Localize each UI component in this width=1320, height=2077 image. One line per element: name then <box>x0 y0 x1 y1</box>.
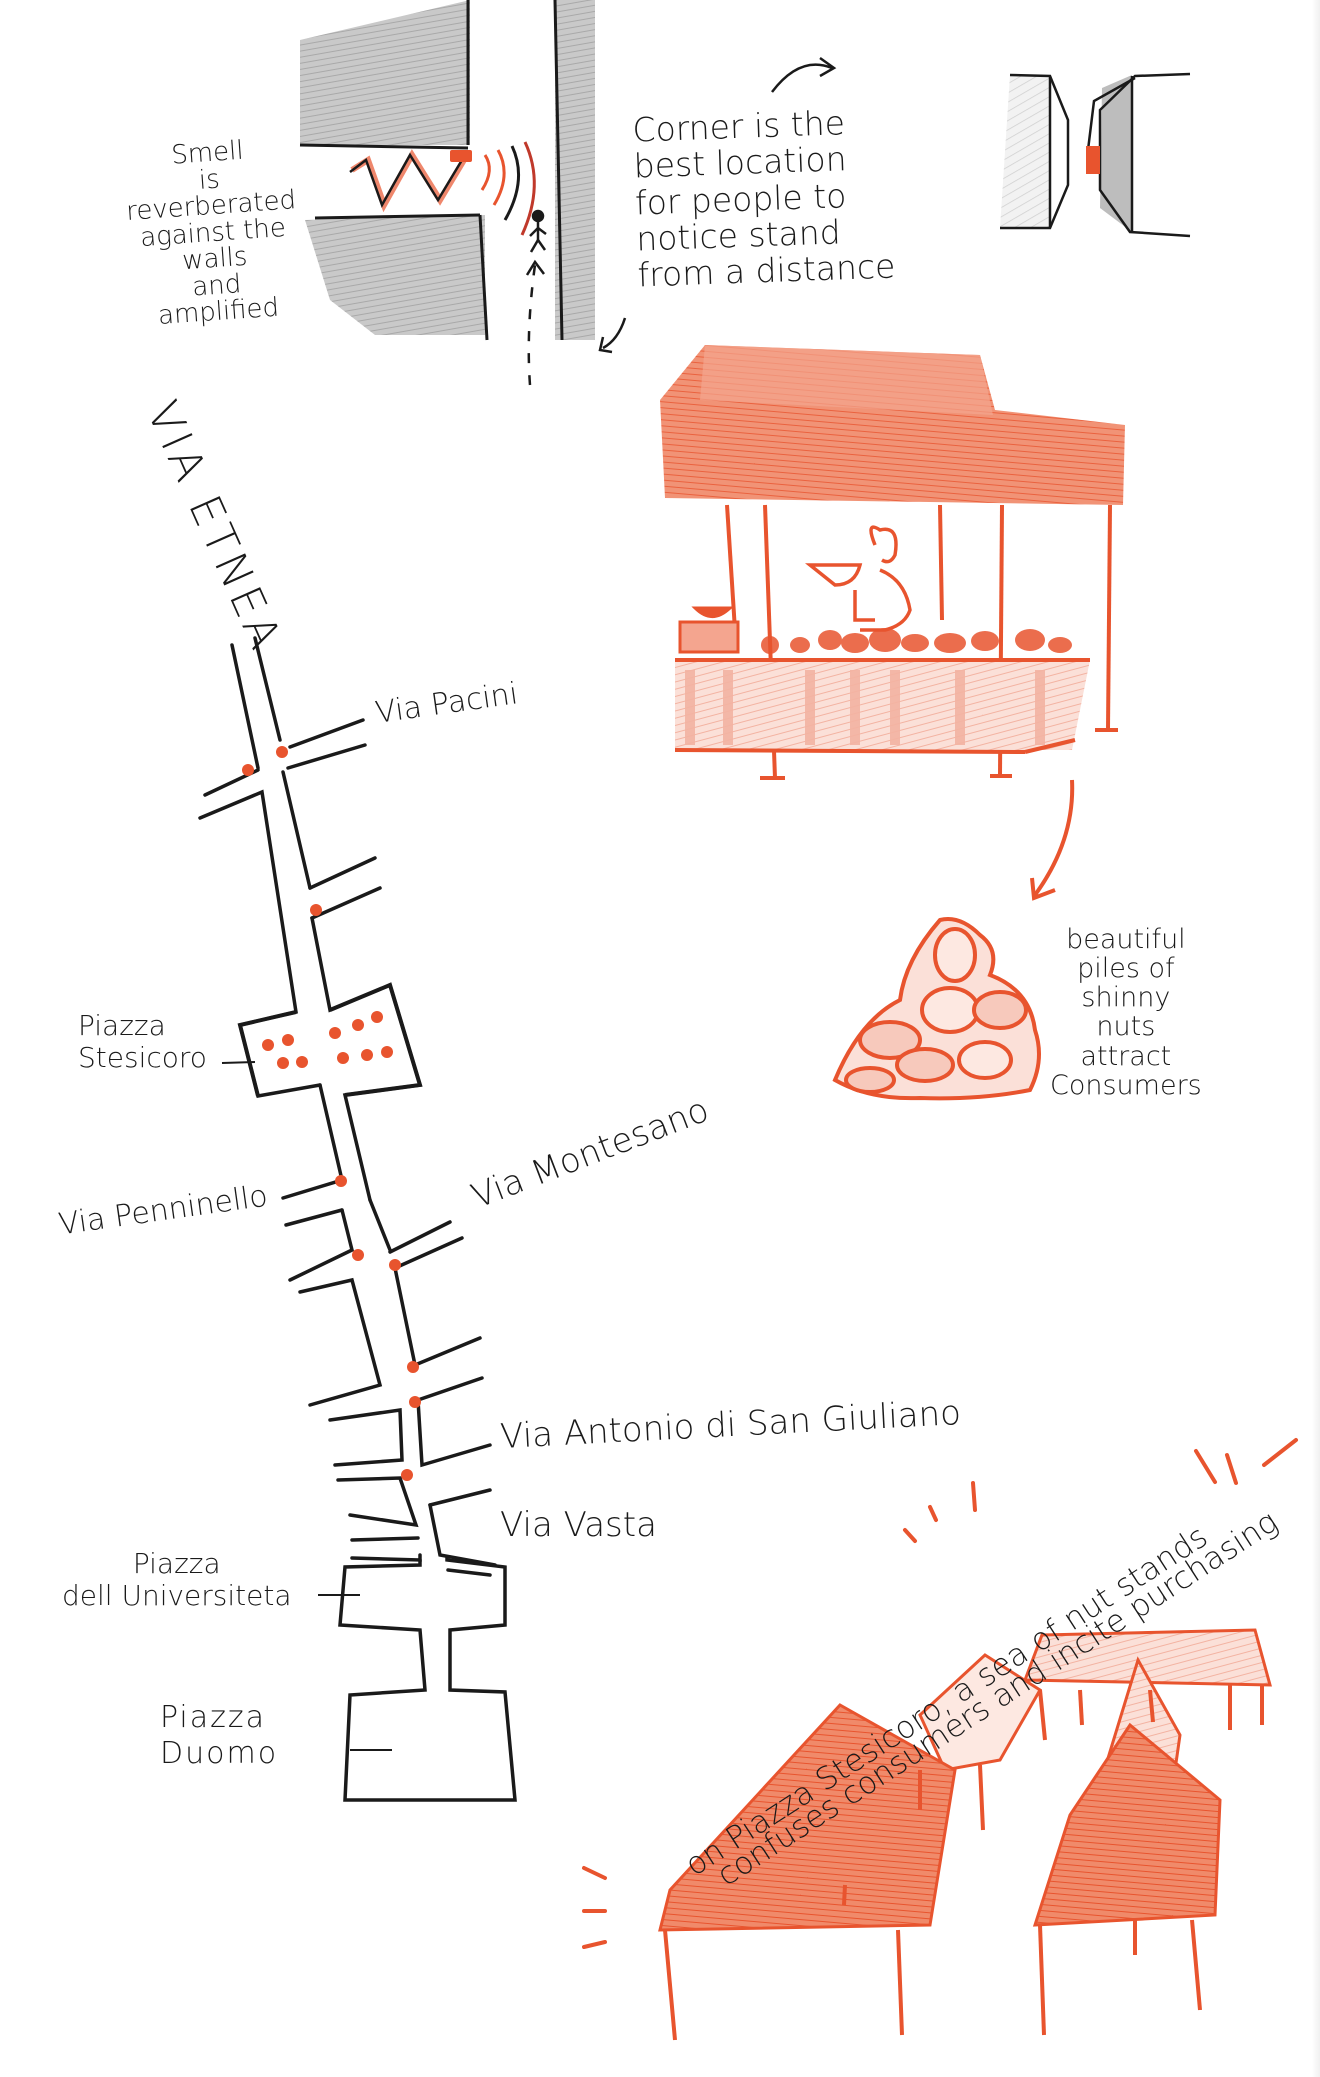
stand-canopies <box>658 1628 1272 2041</box>
piazza-stesicoro-outline <box>237 982 423 1097</box>
curved-arrow-down-left-icon <box>598 317 627 354</box>
map-label-piazza-stesicoro: Piazza Stesicoro <box>78 1009 207 1075</box>
map-label-via-vasta: Via Vasta <box>500 1505 657 1545</box>
stand-marker-icon <box>450 150 472 162</box>
vendor-figure <box>805 525 912 632</box>
dashed-path-arrow-icon <box>525 259 545 386</box>
scale-icon <box>678 606 740 654</box>
map-label-piazza-duomo: Piazza Duomo <box>160 1700 279 1771</box>
smell-zigzag-line <box>349 149 467 213</box>
emphasis-marks-icon <box>582 1438 1298 1949</box>
stand-marker-dots <box>242 746 421 1481</box>
counter <box>675 660 1090 750</box>
via-etnea-map <box>198 636 517 1802</box>
walking-person-icon <box>529 209 547 253</box>
map-label-leaders <box>221 1061 392 1751</box>
arrow-down-icon <box>1030 779 1075 901</box>
nut-display <box>761 628 1072 654</box>
annotation-smell: Smell is reverberated against the walls … <box>125 135 297 332</box>
page-edge <box>1312 0 1320 2077</box>
smell-waves-icon <box>480 141 536 236</box>
building-walls <box>299 0 595 341</box>
nut-pile-illustration <box>832 917 1041 1101</box>
map-label-piazza-universita: Piazza dell Universiteta <box>62 1547 292 1613</box>
nut-stand-illustration <box>660 345 1125 780</box>
annotation-corner-location: Corner is the best location for people t… <box>631 103 896 295</box>
corner-plan-drawing <box>1000 72 1191 238</box>
stand-marker-icon <box>1086 146 1100 174</box>
annotation-nut-piles: beautiful piles of shinny nuts attract C… <box>1050 924 1202 1101</box>
curved-arrow-right-icon <box>771 56 837 93</box>
